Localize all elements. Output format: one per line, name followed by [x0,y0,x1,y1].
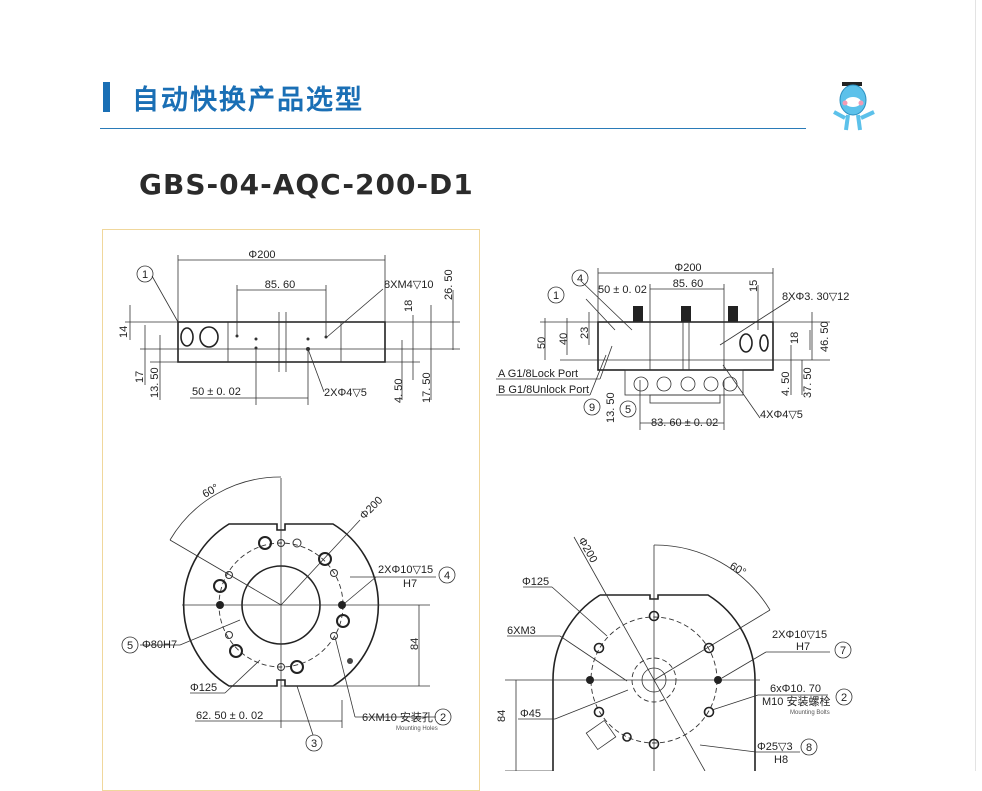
dim-angle-60: 60° [728,560,748,579]
dim-84: 84 [409,638,421,650]
dim-85-60: 85. 60 [673,278,704,290]
dim-15: 15 [748,280,760,292]
dim-25-fit: H8 [774,754,788,766]
dim-23: 23 [579,327,591,339]
callout-2: 2 [841,692,847,704]
dim-angle-60: 60° [201,482,221,501]
mounting-holes-label: Mounting Holes [396,726,438,732]
bolts-cn-label: M10 安装螺栓 [762,694,830,708]
dim-50: 50 [536,337,548,349]
dim-83-60: 83. 60 ± 0. 02 [651,417,718,429]
dim-8xm4: 8XM4▽10 [384,279,433,291]
port-b-label: B G1/8Unlock Port [498,384,589,396]
dim-6xm3: 6XM3 [507,625,536,637]
callout-5: 5 [625,404,631,416]
callout-9: 9 [589,402,595,414]
dim-bolts: 6xΦ10. 70 [770,683,821,695]
dim-125: Φ125 [190,682,217,694]
callout-4: 4 [577,273,583,285]
dim-40: 40 [558,333,570,345]
dim-14: 14 [118,326,130,338]
plan-view-right: 7 2 8 Φ200 60° Φ125 6XM3 2XΦ10▽15 H7 6xΦ… [496,536,853,771]
dim-8x3-30: 8XΦ3. 30▽12 [782,291,849,303]
dim-13-50: 13. 50 [605,392,617,423]
callout-1: 1 [142,269,148,281]
dim-18: 18 [403,300,415,312]
callout-5: 5 [127,640,133,652]
dim-bore: Φ80H7 [142,639,177,651]
callout-2: 2 [440,712,446,724]
mounting-bolts-label: Mounting Bolts [790,710,830,716]
dim-84: 84 [496,710,508,722]
dim-18: 18 [789,332,801,344]
page-edge [975,0,976,771]
callout-4: 4 [444,570,450,582]
dim-2x4: 2XΦ4▽5 [324,387,367,399]
dim-pin: 2XΦ10▽15 [772,629,827,641]
section-title: 自动快换产品选型 [132,85,364,116]
dim-62-50: 62. 50 ± 0. 02 [196,710,263,722]
dim-50: 50 ± 0. 02 [192,386,241,398]
technical-drawings: 1 Φ200 85. 60 8XM4▽10 26. 50 18 14 17 13… [118,82,875,771]
dim-6xm10: 6XM10 安装孔 [362,710,433,724]
dim-17-50: 17. 50 [421,372,433,403]
dim-17: 17 [134,371,146,383]
plan-view-left: 4 5 2 3 60° Φ200 2XΦ10▽15 H7 Φ80H7 84 Φ1… [121,476,456,752]
dim-13-50: 13. 50 [149,367,161,398]
section-divider [100,128,806,129]
side-view-left: 1 Φ200 85. 60 8XM4▽10 26. 50 18 14 17 13… [118,249,460,405]
dim-diameter-200: Φ200 [358,494,386,522]
model-title: GBS-04-AQC-200-D1 [139,168,474,201]
callout-8: 8 [806,742,812,754]
dim-4-50: 4. 50 [780,372,792,396]
dim-50-tol: 50 ± 0. 02 [598,284,647,296]
dim-25: Φ25▽3 [757,741,793,753]
dim-pin: 2XΦ10▽15 [378,564,433,576]
port-a-label: A G1/8Lock Port [498,368,578,380]
dim-pin-fit: H7 [796,641,810,653]
dim-85-60: 85. 60 [265,279,296,291]
dim-46-50: 46. 50 [819,321,831,352]
section-marker [103,82,110,112]
dim-26-50: 26. 50 [443,269,455,300]
dim-diameter-200: Φ200 [674,262,701,274]
dim-diameter-200: Φ200 [575,536,599,566]
callout-1: 1 [553,290,559,302]
callout-7: 7 [840,645,846,657]
dim-125: Φ125 [522,576,549,588]
dim-pin-fit: H7 [403,578,417,590]
dim-37-50: 37. 50 [802,367,814,398]
side-view-right: 4 1 9 5 Φ200 85. 60 50 ± 0. 02 15 8XΦ3. … [496,262,849,430]
callout-3: 3 [311,738,317,750]
dim-4-50: 4. 50 [393,379,405,403]
dim-diameter-200: Φ200 [248,249,275,261]
mascot-icon [833,82,875,131]
dim-45: Φ45 [520,708,541,720]
dim-4x4: 4XΦ4▽5 [760,409,803,421]
